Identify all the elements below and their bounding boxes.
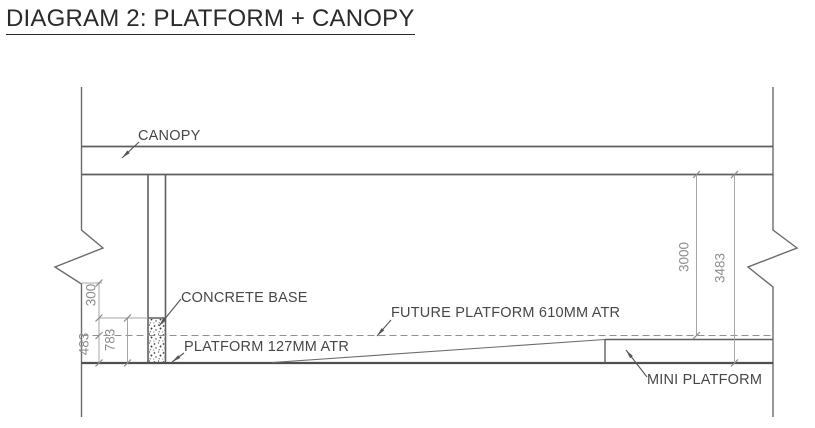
dimension-3000: 3000	[676, 241, 692, 273]
page-title: DIAGRAM 2: PLATFORM + CANOPY	[6, 5, 415, 35]
dimension-ticks	[95, 170, 739, 367]
mini-platform-label: MINI PLATFORM	[647, 372, 763, 388]
dimension-3483: 3483	[712, 252, 728, 284]
platform-ramp-line	[271, 338, 606, 364]
right-wall-line	[746, 87, 799, 417]
concrete-base-label: CONCRETE BASE	[181, 290, 308, 306]
dimension-300: 300	[83, 283, 99, 307]
mini-platform-leader-arrow	[626, 350, 633, 359]
dimension-783: 783	[102, 328, 118, 352]
platform-label: PLATFORM 127MM ATR	[184, 339, 350, 355]
canopy-label: CANOPY	[138, 128, 201, 144]
dimension-483: 483	[76, 332, 92, 356]
concrete-base-leader-arrow	[159, 317, 167, 326]
future-platform-label: FUTURE PLATFORM 610MM ATR	[391, 305, 621, 321]
platform-leader-arrow	[172, 355, 181, 362]
concrete-base-fill	[149, 319, 165, 363]
future-platform-leader-arrow	[377, 328, 385, 336]
left-wall-line	[53, 87, 105, 417]
canopy-leader-arrow	[122, 150, 130, 158]
